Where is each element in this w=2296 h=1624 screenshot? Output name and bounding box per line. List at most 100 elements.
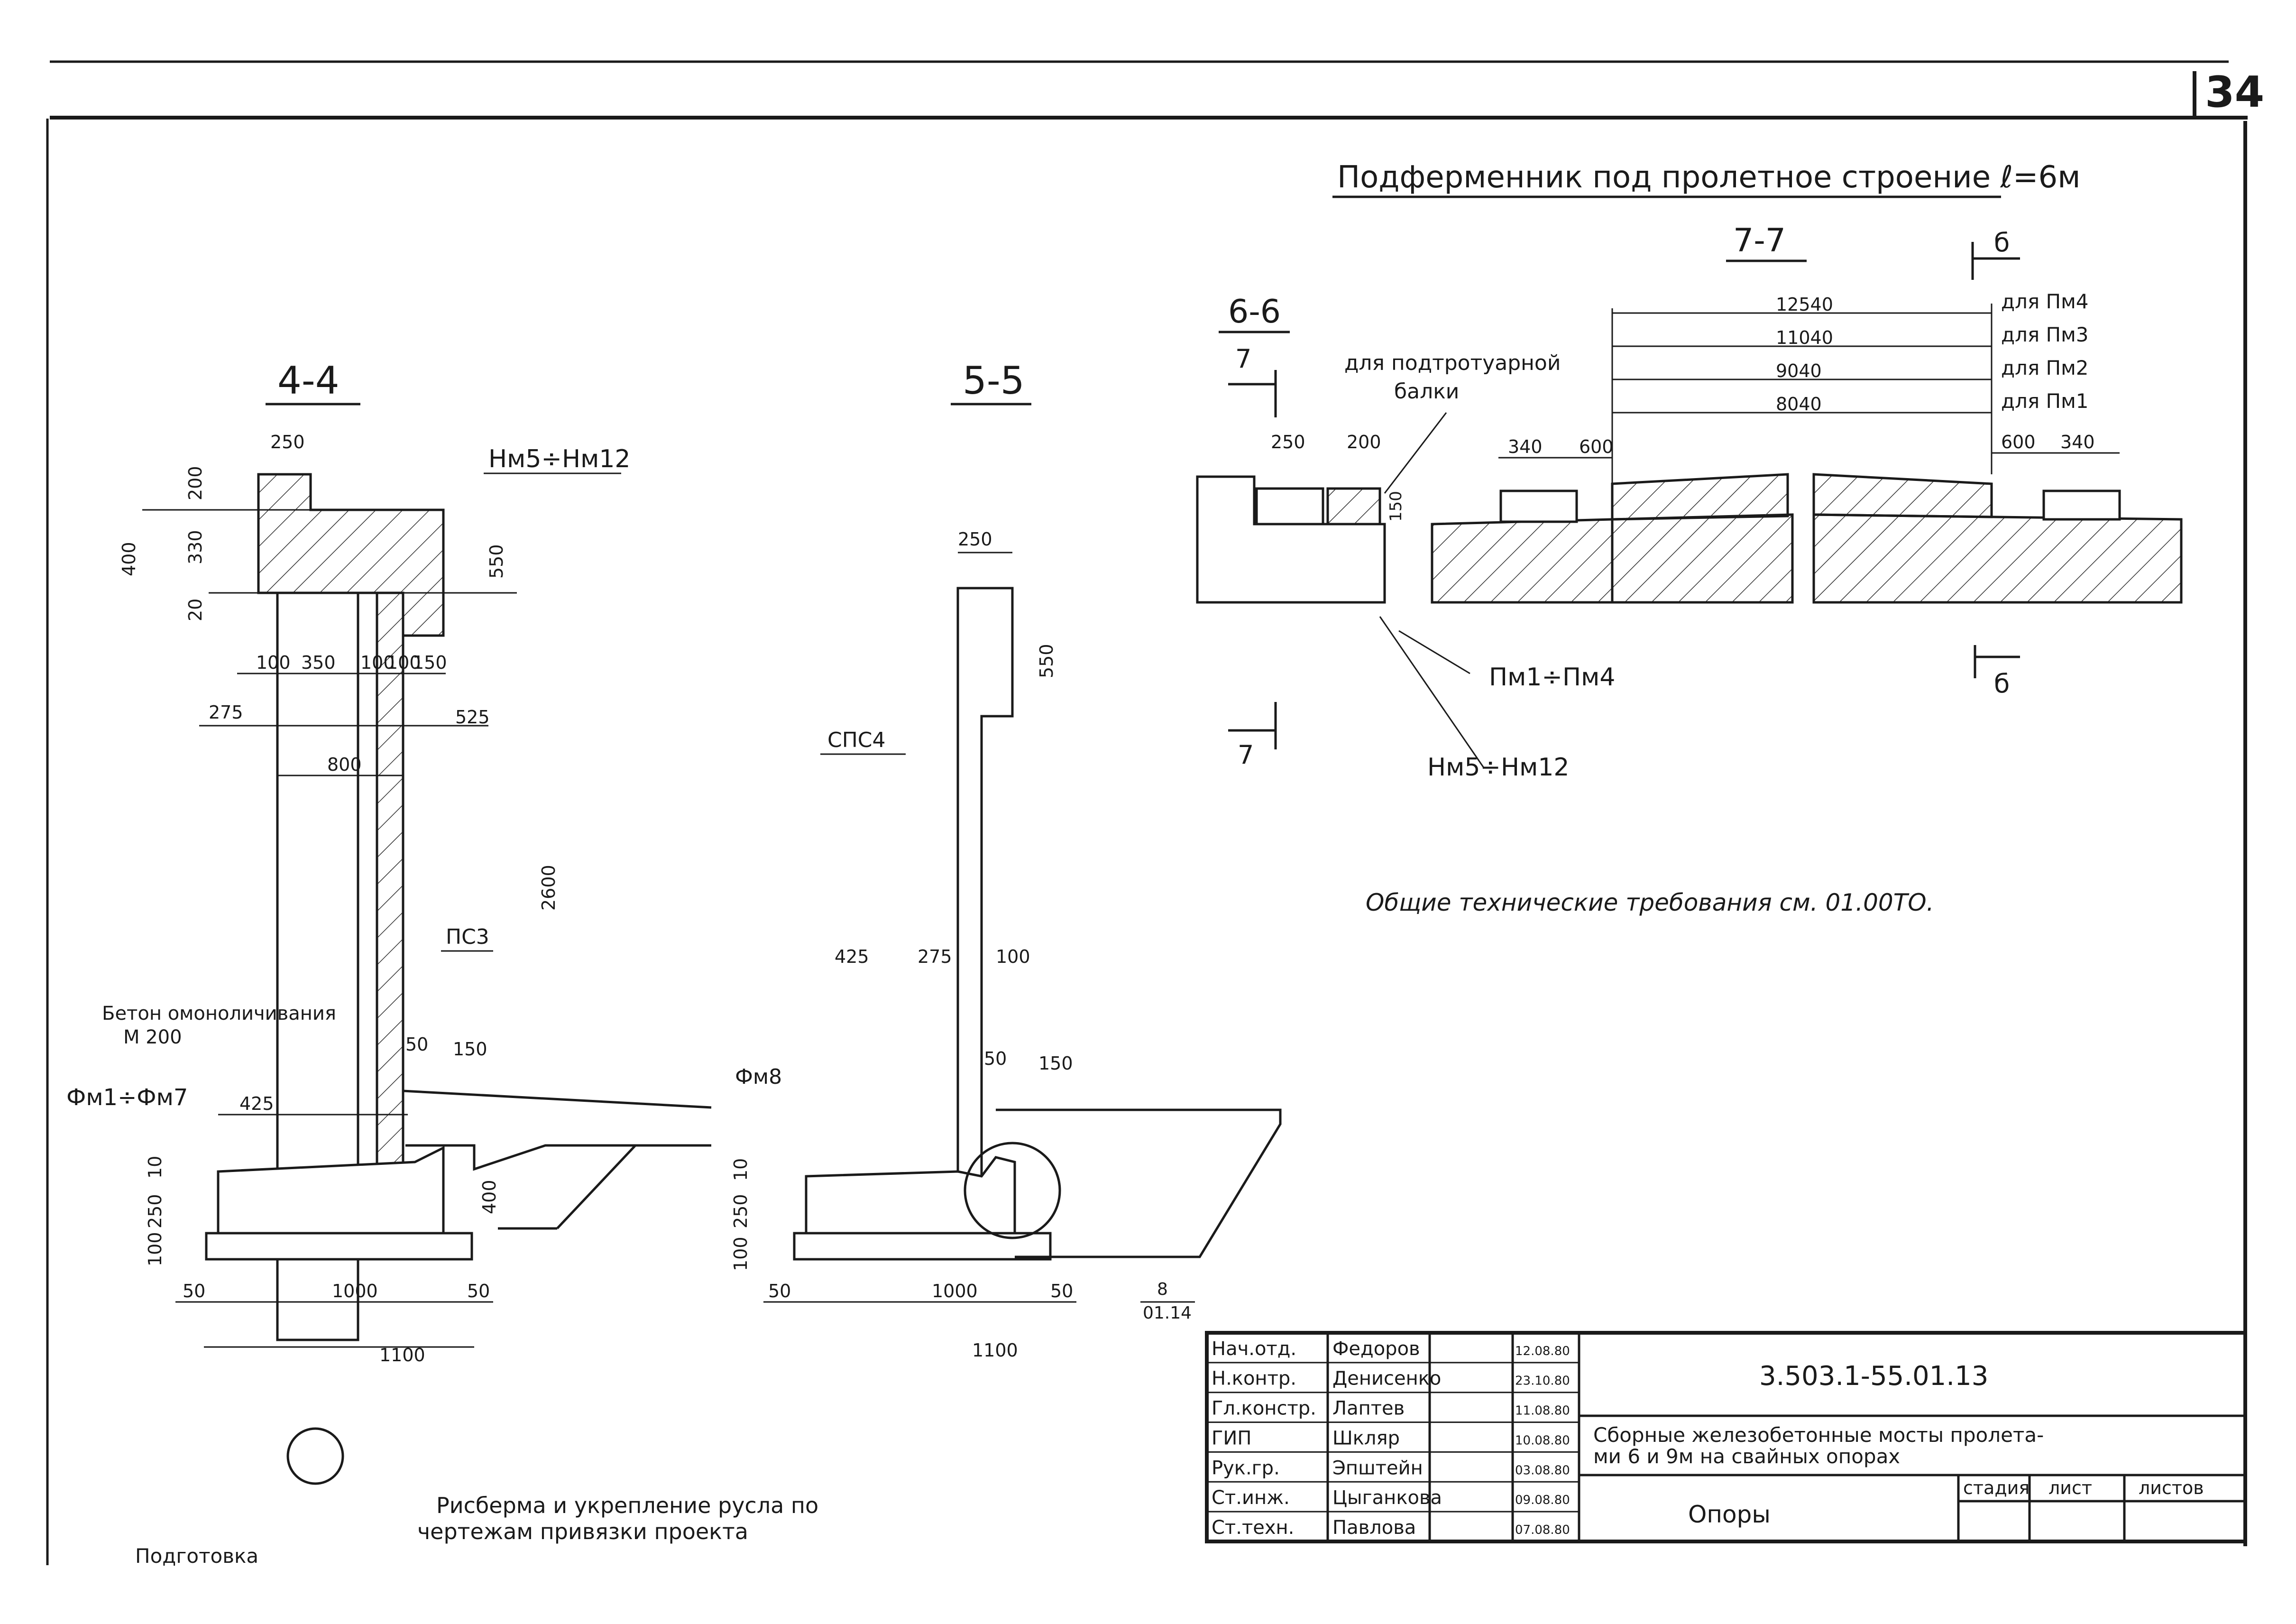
title-block-date: 09.08.80 [1515,1493,1570,1507]
svg-text:б: б [1994,228,2010,258]
svg-text:7: 7 [1238,740,1254,770]
svg-text:275: 275 [209,702,243,723]
title-block-date: 10.08.80 [1515,1433,1570,1448]
svg-text:для подтротуарной: для подтротуарной [1344,351,1561,375]
svg-text:150: 150 [453,1039,487,1060]
svg-text:10: 10 [145,1156,165,1179]
svg-text:8040: 8040 [1776,394,1822,415]
svg-text:100: 100 [360,652,395,673]
footing-prep [205,1232,473,1261]
section-7-7-title: 7-7 [1733,222,1786,259]
section-6-6: 6-6 7 7 для подтротуарной балки 250 200 … [1196,293,1569,782]
svg-text:200: 200 [185,466,206,500]
section-4-4: 4-4 Нм5÷Нм12 250 200 330 400 20 550 100 … [66,359,712,1366]
description-line-1: Сборные железобетонные мосты пролета- [1593,1423,2044,1447]
object-name: Опоры [1688,1501,1771,1528]
page-number: 34 [2205,67,2264,117]
title-block-date: 12.08.80 [1515,1344,1570,1358]
title-block-role: Рук.гр. [1212,1457,1280,1479]
svg-text:20: 20 [185,599,206,621]
svg-text:для Пм4: для Пм4 [2001,290,2089,313]
svg-text:425: 425 [239,1093,274,1114]
svg-text:400: 400 [479,1180,500,1214]
description-line-2: ми 6 и 9м на свайных опорах [1593,1445,1900,1468]
bottom-left-label: Подготовка [135,1544,258,1568]
title-block-name: Федоров [1332,1338,1420,1360]
title-block-role: Ст.инж. [1212,1487,1290,1509]
svg-text:10: 10 [730,1158,751,1181]
bottom-note-1: Рисберма и укрепление русла по [436,1493,818,1518]
section-5-5: 5-5 250 550 СПС4 425 275 100 50 150 Фм8 … [730,359,1282,1361]
title-block-role: Гл.констр. [1212,1398,1316,1420]
bottom-note-2: чертежам привязки проекта [417,1519,748,1544]
title-block-name: Шкляр [1332,1427,1400,1449]
svg-text:8: 8 [1157,1280,1168,1299]
title-block: Нач.отд. Федоров 12.08.80Н.контр. Денисенко… [1205,1331,2247,1543]
title-block-role: ГИП [1212,1427,1251,1449]
section-6-6-title: 6-6 [1228,293,1281,331]
svg-text:250: 250 [958,529,992,550]
title-block-date: 23.10.80 [1515,1374,1570,1388]
svg-text:11040: 11040 [1776,327,1833,348]
svg-text:200: 200 [1347,432,1381,452]
svg-text:600: 600 [2001,432,2036,452]
svg-text:525: 525 [455,707,490,728]
svg-text:330: 330 [185,530,206,564]
pm-label: Пм1÷Пм4 [1489,663,1615,692]
title-block-name: Денисенко [1332,1368,1441,1390]
title-block-name: Цыганкова [1332,1487,1442,1509]
svg-text:01.14: 01.14 [1143,1303,1192,1323]
title-block-date: 11.08.80 [1515,1404,1570,1418]
svg-text:М 200: М 200 [123,1026,182,1048]
svg-text:2600: 2600 [538,865,559,911]
svg-text:12540: 12540 [1776,294,1833,315]
svg-text:400: 400 [119,542,139,576]
svg-text:50: 50 [183,1281,205,1301]
svg-text:50: 50 [768,1281,791,1301]
section-7-7: 7-7 б б 12540 11040 9040 8040 для Пм4 дл… [1398,222,2183,699]
title-block-date: 03.08.80 [1515,1463,1570,1477]
svg-text:100: 100 [145,1232,165,1266]
title-block-name: Лаптев [1332,1398,1405,1420]
svg-text:9040: 9040 [1776,360,1822,381]
wall-slab [376,591,404,1180]
drawing-code: 3.503.1-55.01.13 [1759,1361,1988,1392]
wall-5-5 [956,587,1014,1178]
svg-text:1000: 1000 [932,1281,978,1301]
svg-text:б: б [1994,669,2010,699]
svg-text:100: 100 [996,946,1030,967]
section-4-4-title: 4-4 [277,359,340,403]
cap-6-6 [1196,475,1386,604]
title-block-role: Нач.отд. [1212,1338,1296,1360]
footing-5-5 [805,1156,1016,1235]
svg-text:50: 50 [1050,1281,1073,1301]
nm-label-6-6: Нм5÷Нм12 [1427,753,1569,782]
svg-text:для Пм2: для Пм2 [2001,356,2089,379]
svg-text:50: 50 [984,1048,1007,1069]
svg-text:150: 150 [1387,491,1405,522]
svg-text:550: 550 [1036,644,1057,678]
svg-text:250: 250 [270,432,305,452]
detail-circle [964,1142,1061,1239]
svg-text:1000: 1000 [332,1281,378,1301]
pile-label: ПС3 [446,925,489,949]
svg-text:150: 150 [1038,1053,1073,1074]
footing-block [217,1145,445,1235]
svg-text:50: 50 [467,1281,490,1301]
svg-text:балки: балки [1394,379,1459,404]
svg-text:340: 340 [1508,436,1543,457]
title-block-date: 07.08.80 [1515,1523,1570,1537]
svg-text:425: 425 [835,946,869,967]
svg-text:1100: 1100 [379,1345,425,1366]
svg-text:листов: листов [2139,1477,2204,1498]
svg-text:550: 550 [486,544,507,579]
svg-text:100: 100 [386,652,421,673]
title-block-role: Н.контр. [1212,1368,1296,1390]
nm-mark-label: Нм5÷Нм12 [488,445,630,473]
svg-text:1100: 1100 [972,1340,1018,1361]
stamp-circle [286,1427,344,1485]
svg-text:7: 7 [1235,344,1251,374]
svg-text:лист: лист [2048,1477,2092,1498]
svg-text:Бетон омоноличивания: Бетон омоноличивания [102,1003,336,1024]
